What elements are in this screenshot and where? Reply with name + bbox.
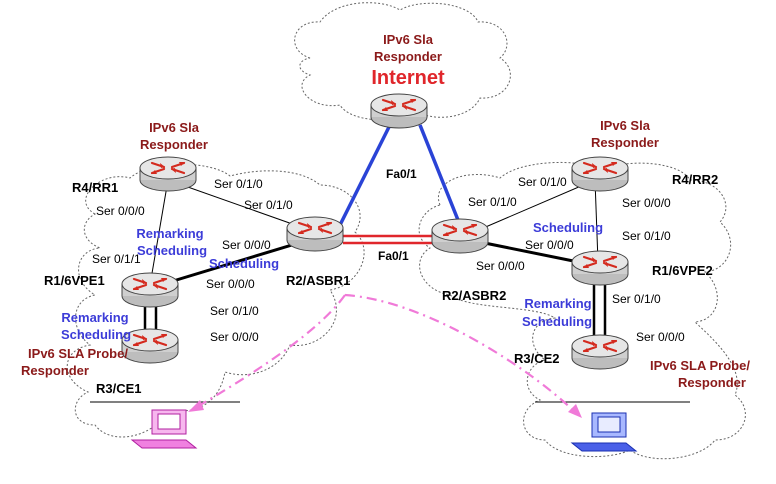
left-host-pc-icon — [130, 409, 198, 449]
left-ce-remarking-label: Remarking — [61, 310, 128, 325]
rr1-role-line1: IPv6 Sla — [149, 120, 200, 135]
internet-router-icon — [369, 92, 429, 130]
right-ce-scheduling-label: Scheduling — [522, 314, 592, 329]
r1-6vpe2-router-icon — [570, 249, 630, 287]
if-r-rr2-s000: Ser 0/0/0 — [622, 196, 671, 210]
if-r-vpe-s010b: Ser 0/1/0 — [612, 292, 661, 306]
if-l-vpe-s011: Ser 0/1/1 — [92, 252, 141, 266]
left-remarking-label: Remarking — [136, 226, 203, 241]
r4-rr1-label: R4/RR1 — [72, 180, 118, 195]
r2-asbr1-router-icon — [285, 215, 345, 253]
left-scheduling-label: Scheduling — [137, 243, 207, 258]
if-r-asbr-s010: Ser 0/1/0 — [468, 195, 517, 209]
ce2-role-line1: IPv6 SLA Probe/ — [650, 358, 750, 373]
r1-6vpe1-router-icon — [120, 271, 180, 309]
r4-rr2-label: R4/RR2 — [672, 172, 718, 187]
right-ce-remarking-label: Remarking — [524, 296, 591, 311]
ce1-role-line2: Responder — [21, 363, 89, 378]
r2-asbr2-router-icon — [430, 217, 490, 255]
r2-asbr1-label: R2/ASBR1 — [286, 273, 350, 288]
r2-asbr2-label: R2/ASBR2 — [442, 288, 506, 303]
r3-ce2-router-icon — [570, 333, 630, 371]
if-l-vpe-s010: Ser 0/1/0 — [210, 304, 259, 318]
r3-ce1-label: R3/CE1 — [96, 381, 142, 396]
if-r-asbr-s000: Ser 0/0/0 — [476, 259, 525, 273]
if-l-vpe-s000: Ser 0/0/0 — [206, 277, 255, 291]
r4-rr1-router-icon — [138, 155, 198, 193]
if-r-ce-s000: Ser 0/0/0 — [636, 330, 685, 344]
right-host-pc-icon — [570, 412, 638, 452]
if-l-rr1-s000: Ser 0/0/0 — [96, 204, 145, 218]
internet-role-line2: Responder — [374, 49, 442, 64]
internet-cloud — [294, 2, 511, 121]
r3-ce2-label: R3/CE2 — [514, 351, 560, 366]
if-r-rr2-s010: Ser 0/1/0 — [518, 175, 567, 189]
if-l-ce-s000: Ser 0/0/0 — [210, 330, 259, 344]
right-as-cloud — [418, 162, 746, 460]
rr2-role-line1: IPv6 Sla — [600, 118, 651, 133]
if-r-vpe-s000: Ser 0/0/0 — [525, 238, 574, 252]
right-asbr-scheduling-label: Scheduling — [533, 220, 603, 235]
internet-role-line1: IPv6 Sla — [383, 32, 434, 47]
if-l-asbr-s010: Ser 0/1/0 — [244, 198, 293, 212]
left-ce-scheduling-label: Scheduling — [61, 327, 131, 342]
if-fa-left: Fa0/1 — [386, 167, 417, 181]
ce1-role-line1: IPv6 SLA Probe/ — [28, 346, 128, 361]
if-r-vpe-s010a: Ser 0/1/0 — [622, 229, 671, 243]
left-asbr-scheduling-label: Scheduling — [209, 256, 279, 271]
rr1-role-line2: Responder — [140, 137, 208, 152]
if-l-rr1-s010: Ser 0/1/0 — [214, 177, 263, 191]
ce2-role-line2: Responder — [678, 375, 746, 390]
internet-title: Internet — [371, 67, 445, 89]
r1-6vpe1-label: R1/6VPE1 — [44, 273, 105, 288]
r1-6vpe2-label: R1/6VPE2 — [652, 263, 713, 278]
if-fa-mid: Fa0/1 — [378, 249, 409, 263]
if-l-asbr-s000: Ser 0/0/0 — [222, 238, 271, 252]
rr2-role-line2: Responder — [591, 135, 659, 150]
r4-rr2-router-icon — [570, 155, 630, 193]
